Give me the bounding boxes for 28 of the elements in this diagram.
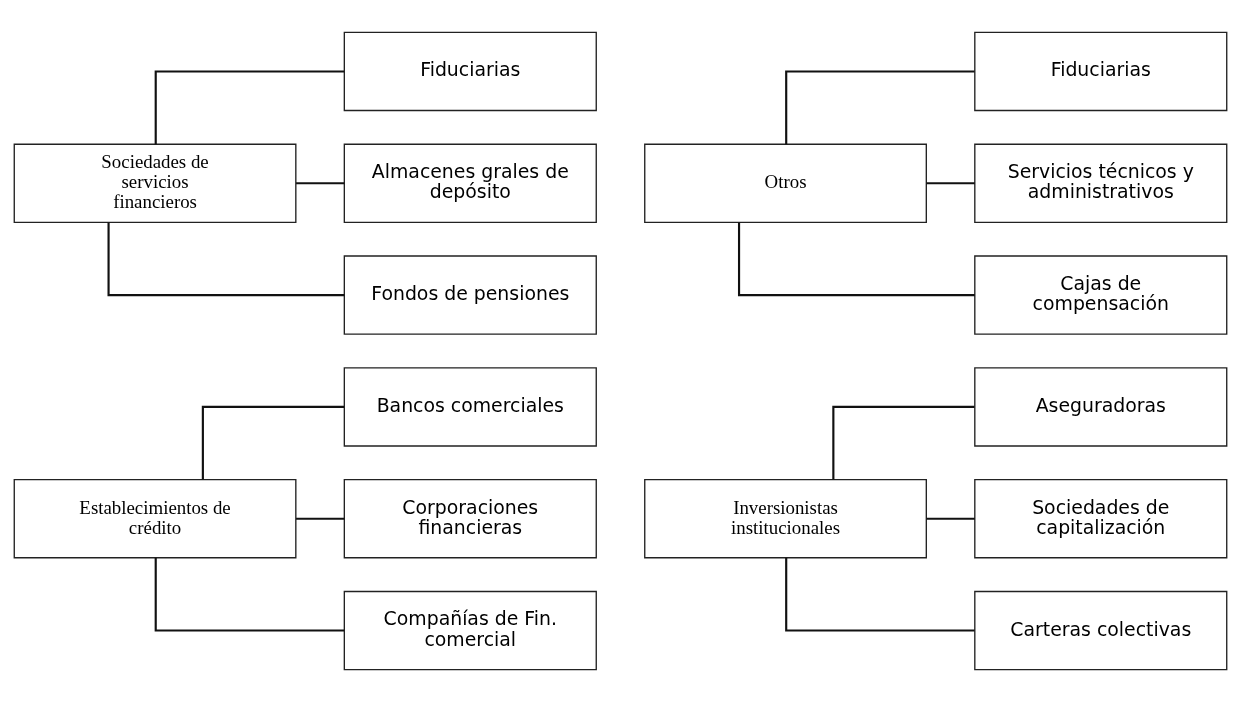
connector (296, 182, 345, 185)
node-box: Fiduciarias (343, 31, 597, 112)
node-box: Aseguradoras (974, 367, 1228, 447)
connector (832, 405, 975, 480)
connector (737, 222, 975, 297)
connector (926, 182, 975, 185)
connector (785, 70, 975, 145)
node-box: Establecimientos de crédito (13, 479, 297, 559)
connector (785, 557, 975, 632)
connector (154, 557, 345, 632)
node-box: Servicios técnicos y administrativos (974, 143, 1228, 223)
connector (296, 517, 345, 520)
node-box: Sociedades de capitalización (974, 479, 1228, 559)
node-box: Sociedades de servicios financieros (13, 143, 297, 223)
connector (926, 517, 975, 520)
node-box: Carteras colectivas (974, 590, 1228, 671)
connector (154, 70, 345, 145)
node-box: Otros (644, 143, 927, 223)
node-box: Compañías de Fin. comercial (343, 590, 597, 671)
connector (201, 405, 344, 480)
node-box: Fondos de pensiones (343, 255, 597, 335)
node-box: Fiduciarias (974, 31, 1228, 112)
node-box: Bancos comerciales (343, 367, 597, 447)
node-box: Inversionistas institucionales (644, 479, 927, 559)
node-box: Almacenes grales de depósito (343, 143, 597, 223)
node-box: Cajas de compensación (974, 255, 1228, 335)
node-box: Corporaciones financieras (343, 479, 597, 559)
connector (107, 222, 345, 297)
